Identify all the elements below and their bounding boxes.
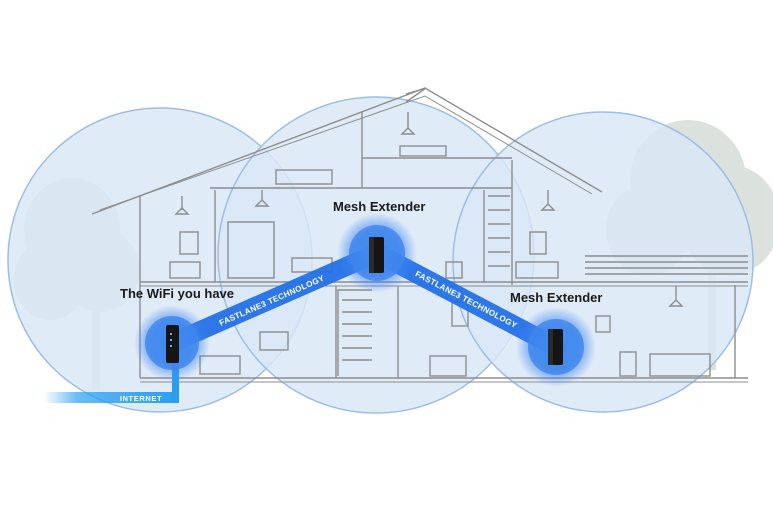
mesh-extender-icon-center xyxy=(369,237,384,273)
house-outline xyxy=(91,87,748,383)
wifi-label: The WiFi you have xyxy=(120,286,235,301)
internet-label: INTERNET xyxy=(120,394,162,403)
internet-cable xyxy=(44,362,179,403)
router-icon xyxy=(166,325,179,363)
mesh-extender-label-top: Mesh Extender xyxy=(333,199,426,214)
mesh-extender-icon-right xyxy=(548,329,563,365)
mesh-extender-label-right: Mesh Extender xyxy=(510,290,603,305)
